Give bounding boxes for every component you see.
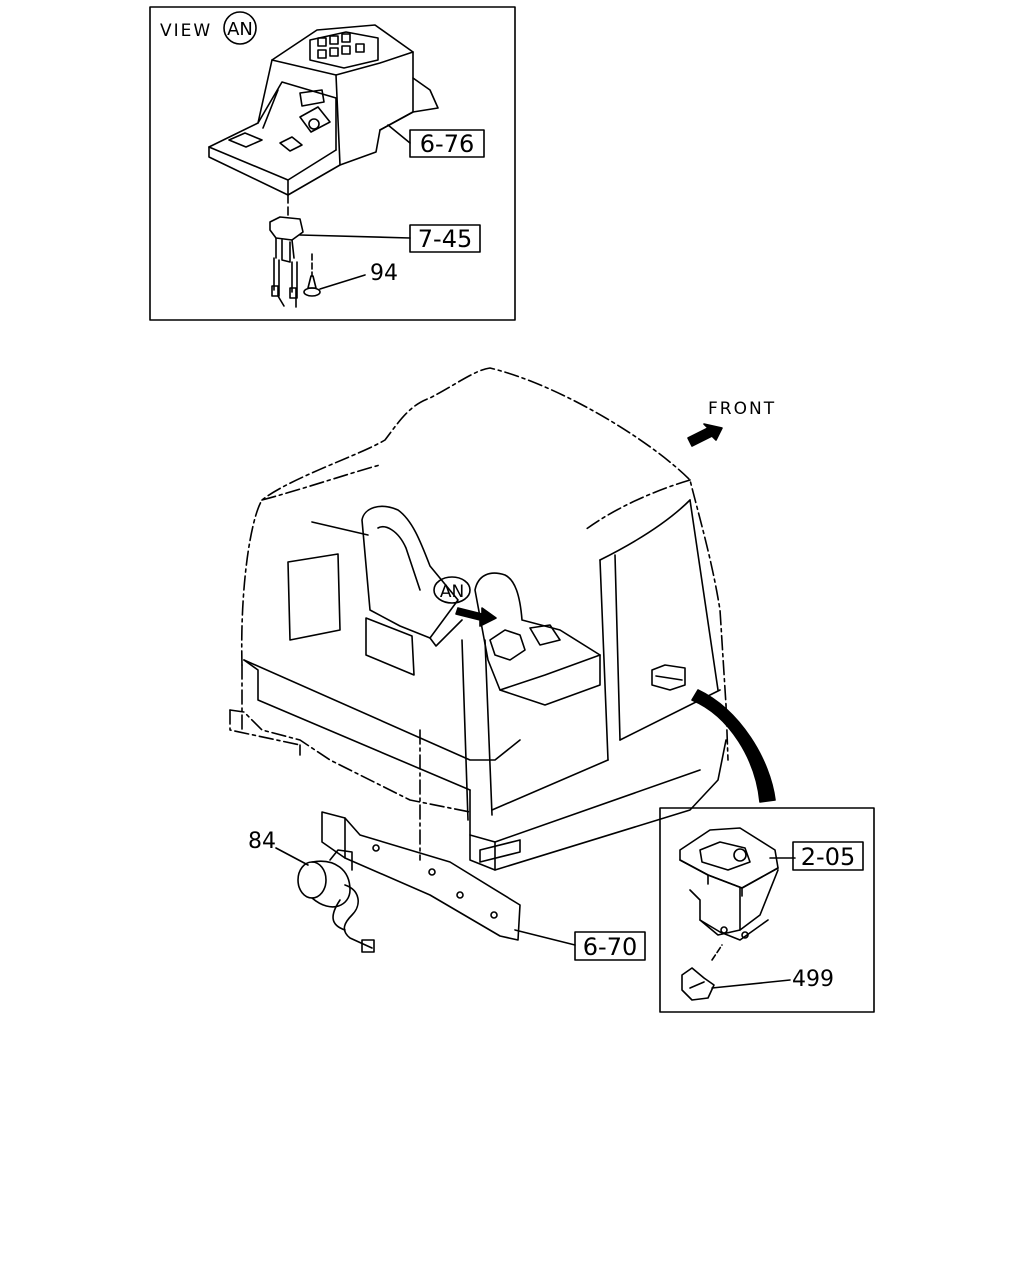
front-label: FRONT: [708, 399, 776, 419]
leader-switch: [299, 234, 411, 239]
ref-6-70: 6-70: [583, 933, 637, 961]
view-inset: [149, 6, 516, 321]
switch-drawing: [269, 194, 304, 308]
console-drawing: [208, 24, 439, 196]
detail-pointer: [691, 689, 776, 803]
view-an-label: AN: [440, 582, 464, 602]
leader-bracket: [514, 929, 576, 946]
detail-inset: [659, 807, 875, 1013]
cab-solid: [243, 499, 727, 871]
leader-screw: [319, 274, 366, 290]
relay-drawing: [679, 827, 779, 1001]
ref-box-6-70: [574, 931, 646, 961]
ref-box-2-05: [792, 841, 864, 871]
view-word: VIEW: [160, 21, 212, 41]
ref-box-7-45: [409, 224, 481, 253]
leader-console: [387, 124, 411, 144]
screw-drawing: [303, 253, 321, 297]
cab-drawing: [229, 367, 729, 861]
view-circle-label: AN: [227, 19, 253, 40]
view-circle: [223, 11, 257, 45]
ref-7-45: 7-45: [418, 225, 472, 253]
detail-inset-frame: [659, 807, 875, 1013]
ref-box-6-76: [409, 129, 485, 158]
ref-6-76: 6-76: [420, 130, 474, 158]
part-499: 499: [792, 967, 834, 992]
bracket-drawing: [321, 811, 521, 941]
part-94: 94: [370, 261, 398, 286]
leader-clip: [711, 979, 791, 989]
view-inset-frame: [149, 6, 516, 321]
leader-horn: [275, 847, 309, 866]
horn-drawing: [297, 849, 375, 953]
part-84: 84: [248, 829, 276, 854]
front-arrow: [687, 423, 723, 447]
ref-2-05: 2-05: [801, 843, 855, 871]
view-an-marker: [433, 576, 471, 604]
view-an-arrow: [455, 607, 497, 627]
